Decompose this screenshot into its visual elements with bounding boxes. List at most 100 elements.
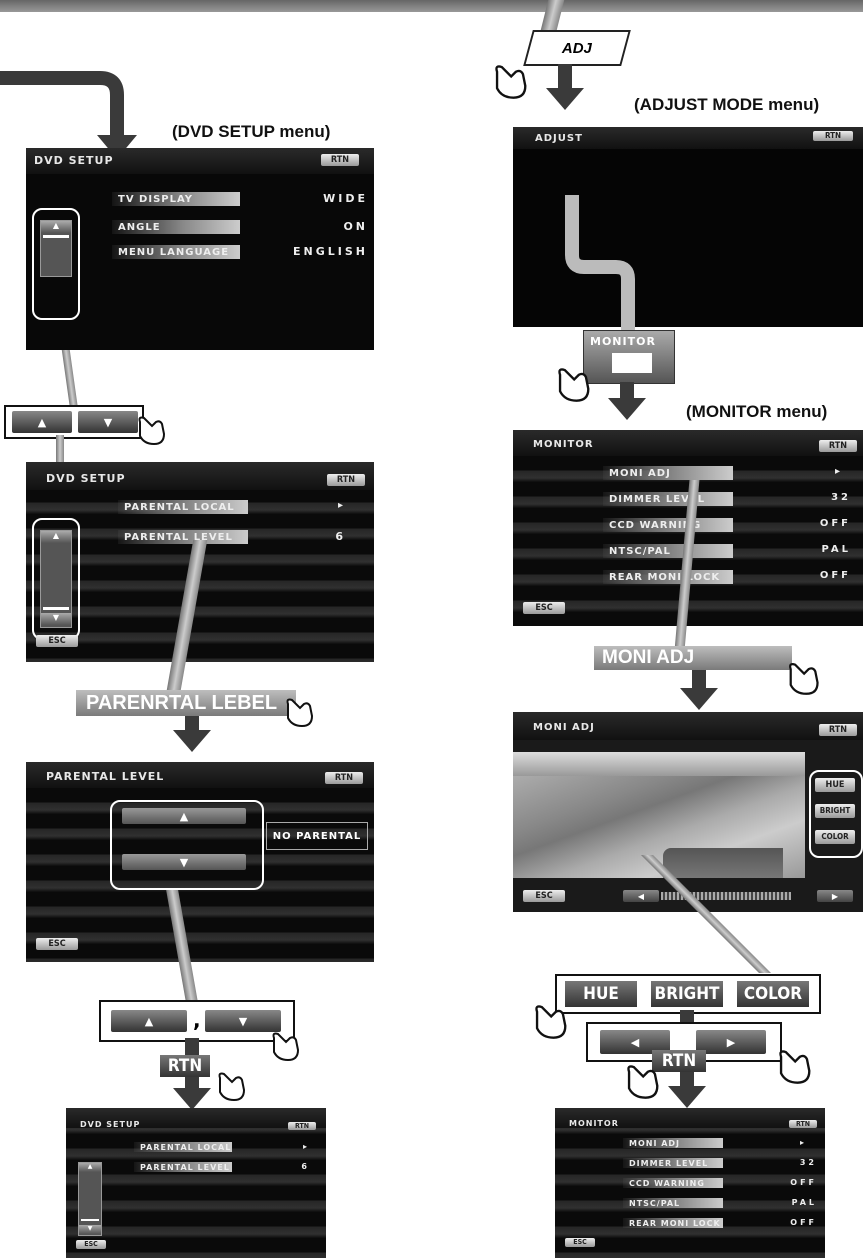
monitor-key[interactable]: MONITOR — [583, 330, 675, 384]
esc-button[interactable]: ESC — [523, 890, 565, 902]
pointing-hand-icon — [535, 1005, 567, 1039]
moni-adj-callout[interactable]: MONI ADJ — [594, 646, 792, 670]
menu-item-ccd-warning[interactable]: CCD WARNING — [623, 1178, 723, 1188]
menu-item-rear-moni-lock[interactable]: REAR MONI LOCK — [623, 1218, 723, 1228]
preview-image — [513, 752, 805, 878]
level-meter — [661, 892, 791, 900]
top-header-bar — [0, 0, 863, 12]
pointing-hand-icon — [286, 698, 314, 728]
rtn-button[interactable]: RTN — [819, 724, 857, 736]
pointing-hand-icon — [789, 663, 819, 695]
flow-arrow-down — [608, 398, 646, 420]
rtn-button[interactable]: RTN — [819, 440, 857, 452]
level-button-panel: ▲ , ▼ — [99, 1000, 295, 1042]
rtn-button[interactable]: RTN — [288, 1122, 316, 1130]
menu-item-moni-adj[interactable]: MONI ADJ — [603, 466, 733, 480]
menu-item-parental-local[interactable]: PARENTAL LOCAL — [134, 1142, 232, 1152]
menu-item-ntsc-pal[interactable]: NTSC/PAL — [603, 544, 733, 558]
scroll-highlight — [32, 208, 80, 320]
adj-key[interactable]: ADJ — [523, 30, 631, 66]
flow-arrow-down — [680, 688, 718, 710]
pointer-beam — [61, 350, 79, 410]
moni-adj-screen: MONI ADJ RTN HUE BRIGHT COLOR ESC ◀ ▶ — [513, 712, 863, 912]
screen-title: DVD SETUP — [46, 472, 126, 485]
scroll-bar[interactable]: ▲ ▼ — [78, 1162, 102, 1236]
menu-item-parental-level[interactable]: PARENTAL LEVEL — [118, 530, 248, 544]
esc-button[interactable]: ESC — [565, 1238, 595, 1247]
rtn-key[interactable]: RTN — [160, 1055, 210, 1077]
value-menu-language: ENGLISH — [293, 245, 368, 258]
side-button-hue[interactable]: HUE — [815, 778, 855, 792]
rtn-button[interactable]: RTN — [327, 474, 365, 486]
menu-item-parental-level[interactable]: PARENTAL LEVEL — [134, 1162, 232, 1172]
side-button-color[interactable]: COLOR — [815, 830, 855, 844]
rtn-key[interactable]: RTN — [652, 1050, 706, 1072]
flow-arrow-stem — [620, 382, 634, 400]
screen-title: MONITOR — [569, 1119, 619, 1128]
caption-dvd-setup-menu: (DVD SETUP menu) — [172, 122, 331, 141]
pointing-hand-icon — [495, 65, 527, 99]
scroll-bar[interactable]: ▲ — [40, 220, 72, 277]
scroll-highlight — [32, 518, 80, 640]
up-button[interactable]: ▲ — [12, 411, 72, 433]
menu-item-dimmer-level[interactable]: DIMMER LEVEL — [623, 1158, 723, 1168]
value-ntsc-pal: PAL — [791, 1198, 817, 1207]
color-button[interactable]: COLOR — [737, 981, 809, 1007]
pointing-hand-icon — [558, 368, 590, 402]
screen-title: DVD SETUP — [34, 154, 114, 167]
flow-arrow-stem — [185, 716, 199, 732]
value-parental-local: ▸ — [337, 500, 346, 511]
pointing-hand-icon — [138, 416, 166, 446]
parental-level-callout[interactable]: PARENRTAL LEBEL — [76, 690, 296, 716]
pointer-beam-2 — [56, 435, 64, 465]
down-button[interactable]: ▼ — [78, 411, 138, 433]
menu-item-angle[interactable]: ANGLE — [112, 220, 240, 234]
menu-item-rear-moni-lock[interactable]: REAR MONI LOCK — [603, 570, 733, 584]
screen-title: DVD SETUP — [80, 1120, 141, 1129]
flow-arrow-stem — [558, 64, 572, 88]
value-ntsc-pal: PAL — [821, 544, 851, 555]
parental-level-screen: PARENTAL LEVEL RTN ▲ ▼ NO PARENTAL ESC — [26, 762, 374, 962]
value-parental-local: ▸ — [302, 1142, 310, 1151]
esc-button[interactable]: ESC — [36, 635, 78, 647]
esc-button[interactable]: ESC — [36, 938, 78, 950]
pointing-hand-icon — [218, 1072, 246, 1102]
screen-title: MONITOR — [533, 439, 594, 450]
esc-button[interactable]: ESC — [523, 602, 565, 614]
value-moni-adj: ▸ — [799, 1138, 807, 1147]
down-button[interactable]: ▼ — [205, 1010, 281, 1032]
menu-item-menu-language[interactable]: MENU LANGUAGE — [112, 245, 240, 259]
scroll-bar[interactable]: ▲ ▼ — [40, 530, 72, 628]
esc-button[interactable]: ESC — [76, 1240, 106, 1249]
adjust-select-panel: HUE BRIGHT COLOR — [555, 974, 821, 1014]
rtn-button[interactable]: RTN — [321, 154, 359, 166]
right-button[interactable]: ▶ — [696, 1030, 766, 1054]
pointer-beam-path — [565, 195, 635, 340]
bright-button[interactable]: BRIGHT — [651, 981, 723, 1007]
flow-arrow-stem — [680, 1010, 694, 1022]
value-ccd-warning: OFF — [790, 1178, 817, 1187]
screen-title: PARENTAL LEVEL — [46, 770, 165, 783]
menu-item-dimmer-level[interactable]: DIMMER LEVEL — [603, 492, 733, 506]
value-dimmer-level: 32 — [831, 492, 851, 503]
value-dimmer-level: 32 — [799, 1158, 817, 1167]
decrease-button[interactable]: ◀ — [623, 890, 659, 902]
menu-item-tv-display[interactable]: TV DISPLAY — [112, 192, 240, 206]
level-up-button[interactable]: ▲ — [122, 808, 246, 824]
rtn-button[interactable]: RTN — [813, 131, 853, 141]
hue-button[interactable]: HUE — [565, 981, 637, 1007]
rtn-button[interactable]: RTN — [789, 1120, 817, 1128]
flow-arrow-down — [173, 730, 211, 752]
menu-item-ntsc-pal[interactable]: NTSC/PAL — [623, 1198, 723, 1208]
menu-item-moni-adj[interactable]: MONI ADJ — [623, 1138, 723, 1148]
rtn-button[interactable]: RTN — [325, 772, 363, 784]
menu-item-parental-local[interactable]: PARENTAL LOCAL — [118, 500, 248, 514]
level-highlight — [110, 800, 264, 890]
side-button-highlight — [809, 770, 863, 858]
increase-button[interactable]: ▶ — [817, 890, 853, 902]
value-ccd-warning: OFF — [819, 518, 851, 529]
menu-item-ccd-warning[interactable]: CCD WARNING — [603, 518, 733, 532]
up-button[interactable]: ▲ — [111, 1010, 187, 1032]
side-button-bright[interactable]: BRIGHT — [815, 804, 855, 818]
level-down-button[interactable]: ▼ — [122, 854, 246, 870]
